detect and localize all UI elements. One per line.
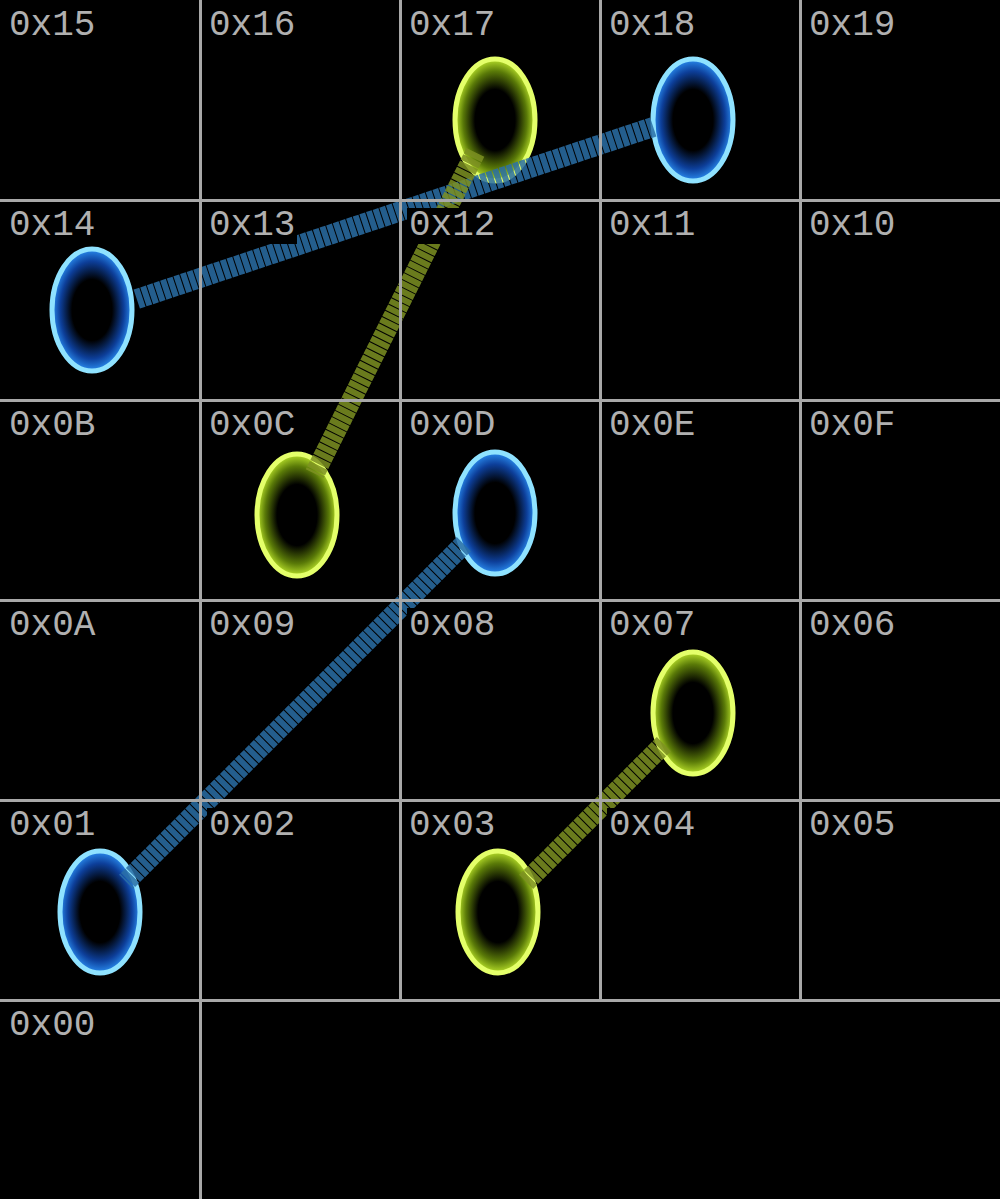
grid-cell: 0x0F	[800, 400, 1000, 602]
grid-cell: 0x15	[0, 0, 202, 202]
grid-cell: 0x02	[200, 800, 402, 1002]
cell-address: 0x01	[7, 808, 97, 844]
cell-address: 0x02	[207, 808, 297, 844]
cell-address: 0x13	[207, 208, 297, 244]
cell-address: 0x09	[207, 608, 297, 644]
grid-cell: 0x0E	[600, 400, 802, 602]
cell-address: 0x19	[807, 8, 897, 44]
portal-link	[137, 127, 654, 299]
cell-address: 0x11	[607, 208, 697, 244]
grid-cell: 0x0C	[200, 400, 402, 602]
cell-address: 0x06	[807, 608, 897, 644]
cell-address: 0x12	[407, 208, 497, 244]
cell-address: 0x0A	[7, 608, 97, 644]
cell-address: 0x07	[607, 608, 697, 644]
cell-address: 0x18	[607, 8, 697, 44]
grid-cell: 0x07	[600, 600, 802, 802]
portal-blue	[52, 59, 733, 973]
grid-cell: 0x09	[200, 600, 402, 802]
grid-cell: 0x01	[0, 800, 202, 1002]
grid-cell: 0x19	[800, 0, 1000, 202]
cell-address: 0x08	[407, 608, 497, 644]
grid-cell: 0x08	[400, 600, 602, 802]
grid-cell: 0x13	[200, 200, 402, 402]
grid-cell: 0x17	[400, 0, 602, 202]
cell-address: 0x00	[7, 1008, 97, 1044]
grid-cell: 0x00	[0, 1000, 202, 1199]
grid-cell: 0x12	[400, 200, 602, 402]
grid-cell: 0x0B	[0, 400, 202, 602]
cell-address: 0x0D	[407, 408, 497, 444]
grid-cell: 0x06	[800, 600, 1000, 802]
cell-address: 0x0F	[807, 408, 897, 444]
grid-cell: 0x16	[200, 0, 402, 202]
cell-address: 0x17	[407, 8, 497, 44]
cell-address: 0x16	[207, 8, 297, 44]
grid-cell: 0x11	[600, 200, 802, 402]
cell-address: 0x03	[407, 808, 497, 844]
cell-address: 0x15	[7, 8, 97, 44]
grid-cell: 0x18	[600, 0, 802, 202]
grid-cell: 0x05	[800, 800, 1000, 1002]
portal-green	[257, 59, 733, 973]
grid-cell: 0x14	[0, 200, 202, 402]
cell-address: 0x0E	[607, 408, 697, 444]
grid-cell: 0x04	[600, 800, 802, 1002]
grid-cell: 0x0D	[400, 400, 602, 602]
grid-cell: 0x0A	[0, 600, 202, 802]
cell-address: 0x05	[807, 808, 897, 844]
cell-address: 0x14	[7, 208, 97, 244]
cell-address: 0x10	[807, 208, 897, 244]
cell-address: 0x0B	[7, 408, 97, 444]
cell-address: 0x04	[607, 808, 697, 844]
grid-cell: 0x03	[400, 800, 602, 1002]
cell-address: 0x0C	[207, 408, 297, 444]
grid-cell: 0x10	[800, 200, 1000, 402]
